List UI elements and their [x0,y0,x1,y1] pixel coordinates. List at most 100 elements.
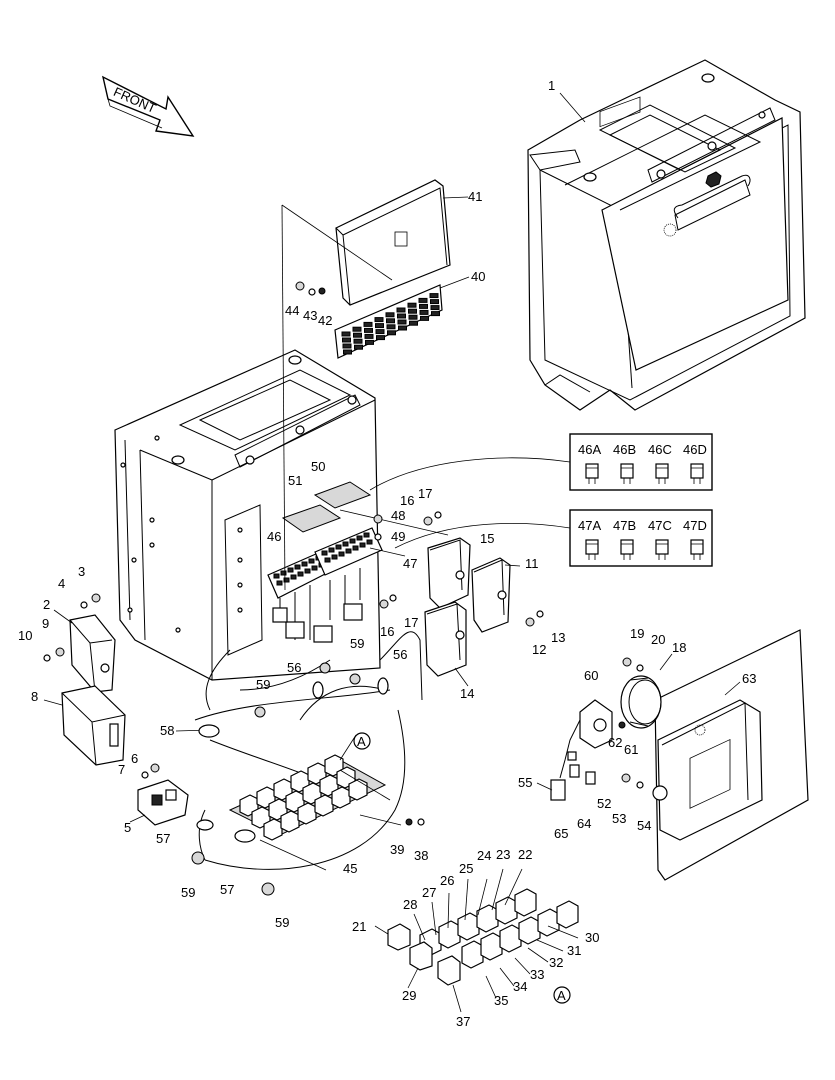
relay-rack [228,754,387,841]
fuse-pins-46A [586,467,598,484]
grille-slot [420,315,429,321]
grille-slot [430,305,440,311]
callout-c65: 65 [554,826,568,841]
callout-c53: 53 [612,811,626,826]
callout-c59d: 59 [275,915,289,930]
relay-unit [495,896,518,925]
relay-unit [480,932,503,961]
sensor-part-60 [550,699,613,801]
fuse-pins-46C [656,467,668,484]
callout-c26: 26 [440,873,454,888]
fuse-icon-47B [620,539,634,555]
fuse-slot [366,539,373,545]
callout-c10: 10 [18,628,32,643]
callout-c62: 62 [608,735,622,750]
grille-slot [376,335,385,341]
screws-42-44 [295,281,326,296]
callout-c27: 27 [422,885,436,900]
grille-slot [342,337,351,343]
grille-slot [386,318,395,324]
callout-c63: 63 [742,671,756,686]
ref-marker-a-upper: A [353,732,371,750]
callout-c38: 38 [414,848,428,863]
callout-c56a: 56 [287,660,301,675]
grille-slot [407,302,417,308]
fuse-slot [342,541,349,547]
controller-part-8 [61,685,126,766]
callout-c58: 58 [160,723,174,738]
fuse-slot [359,542,366,548]
callout-c4: 4 [58,576,65,591]
grille-slot [364,333,374,339]
callout-c44: 44 [285,303,299,318]
callout-c33: 33 [530,967,544,982]
callout-c34: 34 [513,979,527,994]
grille-slot [364,327,373,333]
callout-c16b: 16 [380,624,394,639]
fuse-pins-47C [656,543,668,560]
callout-c17b: 17 [404,615,418,630]
relay-unit [461,940,484,969]
grille-part-40 [334,284,443,359]
callout-c59a: 59 [256,677,270,692]
callout-c28: 28 [403,897,417,912]
relay-unit [457,912,480,941]
module-part-41 [335,179,451,306]
grille-slot [408,314,418,320]
callout-c39: 39 [390,842,404,857]
relay-part-15 [427,537,471,609]
grille-slot [418,297,428,303]
fuse-label-47D: 47D [683,518,707,533]
rack-relay [297,802,317,825]
callout-c25: 25 [459,861,473,876]
callout-c37: 37 [456,1014,470,1029]
leader-fuse47 [394,523,571,549]
front-arrow: FRONT [101,75,195,137]
callout-c61: 61 [624,742,638,757]
fuse-slot [328,547,335,553]
callout-c12: 12 [532,642,546,657]
callout-c14: 14 [460,686,474,701]
callout-c49: 49 [391,529,405,544]
callout-c9: 9 [42,616,49,631]
callout-c48: 48 [391,508,405,523]
fuse-icon-46D [690,463,704,479]
callout-c57a: 57 [156,831,170,846]
fuse-slot [283,577,290,583]
grille-slot [343,349,352,355]
fuse-slot [276,580,283,586]
leader-lines [43,92,741,1013]
fuse-icon-46C [655,463,669,479]
grille-slot [342,343,352,349]
fasteners [43,511,644,896]
leader-fuse46 [369,457,571,491]
callout-c3: 3 [78,564,85,579]
fuse-pins-47A [586,543,598,560]
panel-part-63 [652,629,809,881]
grille-slot [409,320,418,326]
callout-c54: 54 [637,818,651,833]
callout-c51: 51 [288,473,302,488]
fuse-label-47B: 47B [613,518,636,533]
grille-slot [353,338,363,344]
fuse-box-part-46 [267,549,334,640]
fuse-label-46B: 46B [613,442,636,457]
fuse-slot [311,565,318,571]
callout-c19: 19 [630,626,644,641]
callout-c42: 42 [318,313,332,328]
rack-relay [263,818,283,841]
callout-c55: 55 [518,775,532,790]
fuse-icon-47D [690,539,704,555]
fuse-slot [273,573,280,579]
grille-slot [375,329,385,335]
cover-box-part-1 [527,59,806,411]
grille-slot [396,307,406,313]
grille-slot [386,324,396,330]
svg-text:A: A [557,988,566,1003]
fuse-icon-46B [620,463,634,479]
fuse-slot [338,551,345,557]
fuse-slot [349,538,356,544]
grille-slot [397,319,407,325]
grille-slot [352,326,362,332]
